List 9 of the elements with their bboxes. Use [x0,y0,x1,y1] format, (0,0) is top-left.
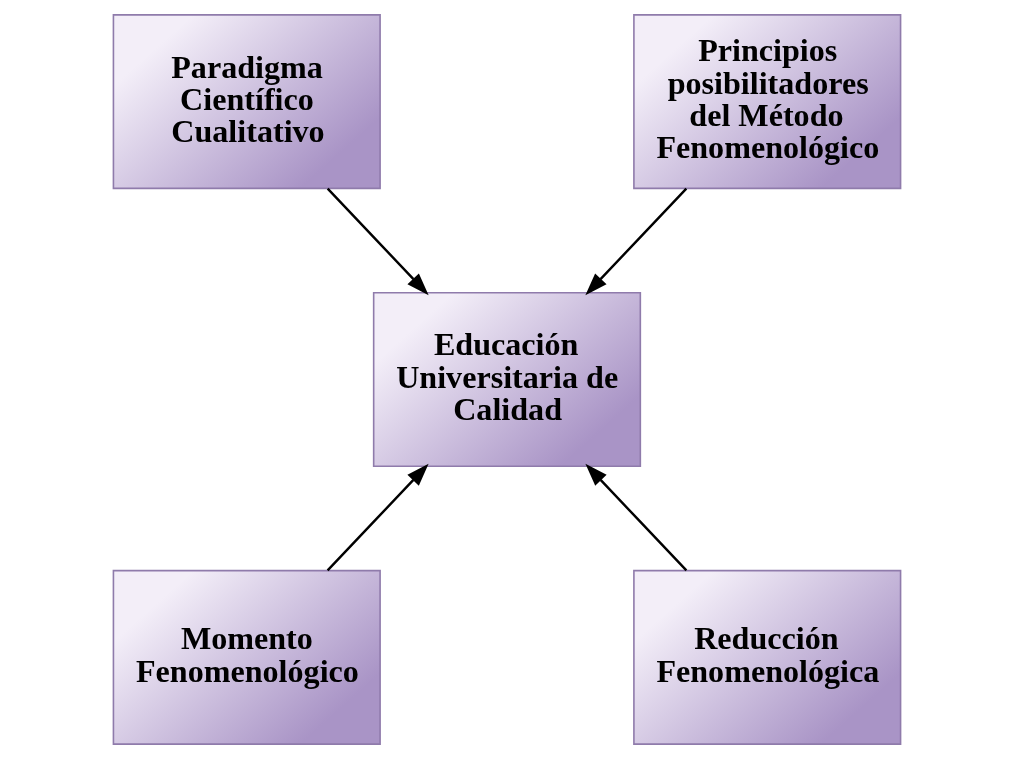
arrow [326,463,429,572]
node-box: Reducción Fenomenológica [632,569,901,745]
node-box: Paradigma Científico Cualitativo [112,14,381,190]
node-box: Momento Fenomenológico [112,569,381,745]
arrow [584,187,687,296]
node-box: Principios posibilitadores del Método Fenomenológico [632,14,901,190]
arrow [326,187,429,296]
node-box: Educación Universitaria de Calidad [372,291,641,468]
arrow [584,463,687,572]
